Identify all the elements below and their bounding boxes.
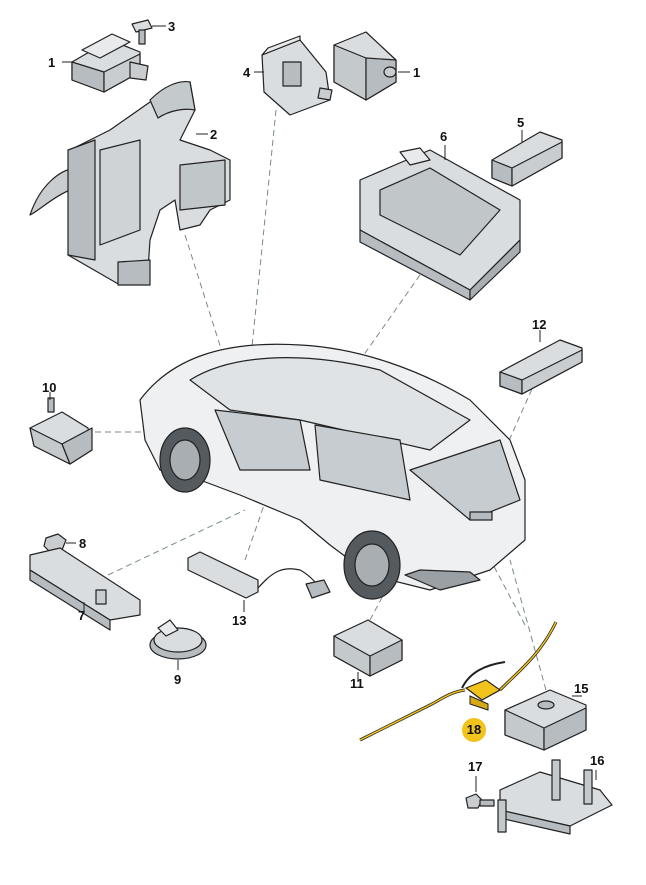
callout-13: 13 <box>232 613 247 628</box>
callout-6: 6 <box>440 129 448 144</box>
callout-5: 5 <box>517 115 525 130</box>
callout-12: 12 <box>532 317 547 332</box>
part-5-sensor <box>491 131 563 187</box>
leader-line-part-13 <box>244 481 273 561</box>
part-7-bracket-rail <box>29 547 141 631</box>
callout-4: 4 <box>243 65 251 80</box>
part-4-holder <box>261 35 333 116</box>
callout-7: 7 <box>78 608 86 623</box>
part-1-control-unit-left <box>71 33 149 93</box>
callout-1-right: 1 <box>413 65 421 80</box>
part-15-control-box <box>504 689 587 751</box>
callout-18-highlighted: 18 <box>462 718 486 742</box>
part-1-control-unit-right <box>333 31 397 101</box>
part-12-antenna-module <box>499 339 583 395</box>
part-6-tray <box>359 147 521 301</box>
part-13-wire-sensor <box>187 551 331 599</box>
callout-17: 17 <box>468 759 483 774</box>
callout-1-left: 1 <box>48 55 56 70</box>
leader-line-part-4 <box>246 109 277 397</box>
callout-10: 10 <box>42 380 57 395</box>
leader-line-part-15 <box>509 559 547 691</box>
part-9-cover-disc <box>149 619 207 660</box>
callout-11: 11 <box>350 676 364 691</box>
part-18-cable-harness <box>359 621 558 742</box>
callout-3: 3 <box>168 19 176 34</box>
part-2-bracket-carrier <box>29 80 231 286</box>
part-11-module <box>333 619 403 677</box>
part-3-screw <box>131 19 153 45</box>
callout-16: 16 <box>590 753 605 768</box>
part-10-module <box>29 397 93 465</box>
car-body <box>139 343 526 600</box>
leader-line-part-7 <box>107 509 246 576</box>
callout-9: 9 <box>174 672 182 687</box>
part-16-mounting-bracket <box>497 759 613 835</box>
callout-15: 15 <box>574 681 589 696</box>
callout-2: 2 <box>210 127 218 142</box>
callout-8: 8 <box>79 536 87 551</box>
part-17-bolt <box>465 793 495 809</box>
